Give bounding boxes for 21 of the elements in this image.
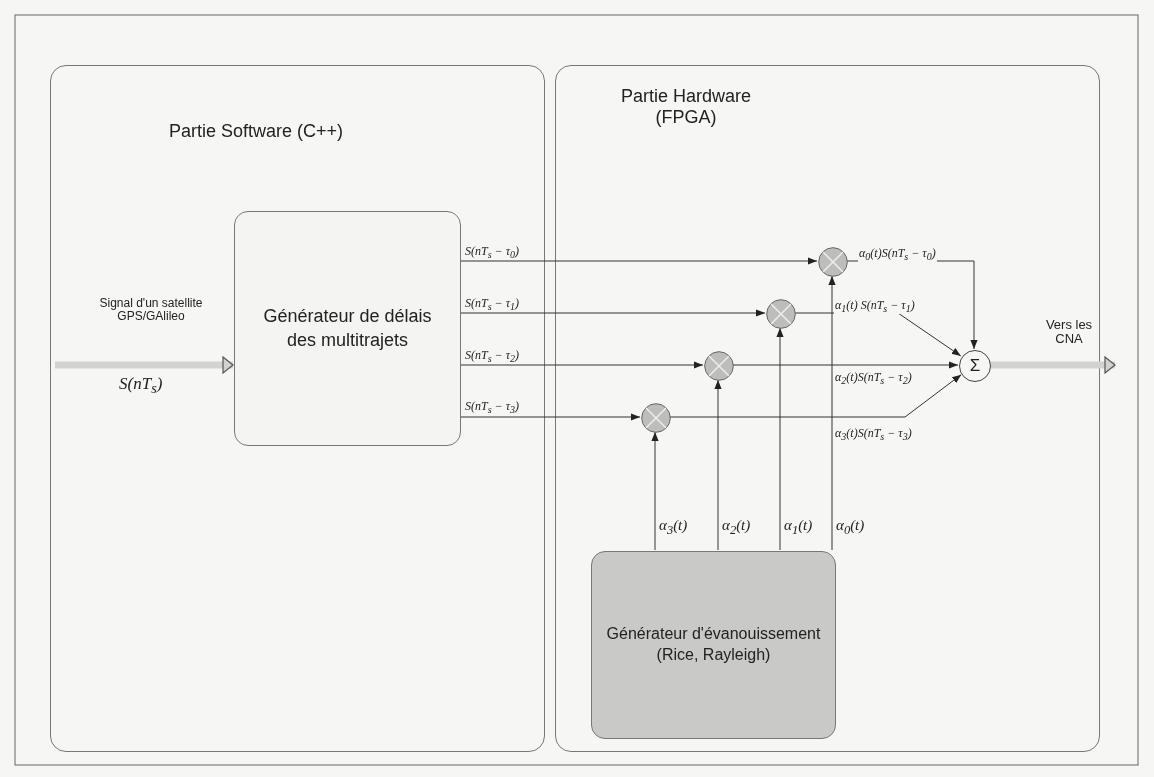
process-box: [591, 551, 836, 739]
summer-symbol: Σ: [959, 350, 991, 382]
edge-label: S(nT$_{s}$ − τ$_{0}$): [464, 245, 520, 261]
edge-label: α$_{1}$(t) S(nT$_{s}$ − τ$_{1}$): [834, 299, 916, 315]
panel-title: Partie Software (C++): [167, 121, 345, 142]
edge-label: α$_{0}$(t)S(nT$_{s}$ − τ$_{0}$): [858, 247, 937, 263]
panel-background: [50, 65, 545, 752]
multiplier-symbol: [641, 403, 671, 433]
edge-label: S(nT$_{s}$ − τ$_{3}$): [464, 400, 520, 416]
panel-background: [555, 65, 1100, 752]
edge-label: α$_{3}$(t)S(nT$_{s}$ − τ$_{3}$): [834, 427, 913, 443]
edge-label: S(nT$_{s}$ − τ$_{2}$): [464, 349, 520, 365]
edge-label: α$_{2}$(t)S(nT$_{s}$ − τ$_{2}$): [834, 371, 913, 387]
box-label: Générateur de délais des multitrajets: [262, 305, 433, 352]
multiplier-symbol: [704, 351, 734, 381]
panel-title: Partie Hardware (FPGA): [619, 86, 753, 128]
box-label: Générateur d'évanouissement (Rice, Rayleigh): [606, 624, 821, 665]
edge-label: S(nT$_{s}$ − τ$_{1}$): [464, 297, 520, 313]
multiplier-symbol: [818, 247, 848, 277]
process-box: [234, 211, 461, 446]
multiplier-symbol: [766, 299, 796, 329]
